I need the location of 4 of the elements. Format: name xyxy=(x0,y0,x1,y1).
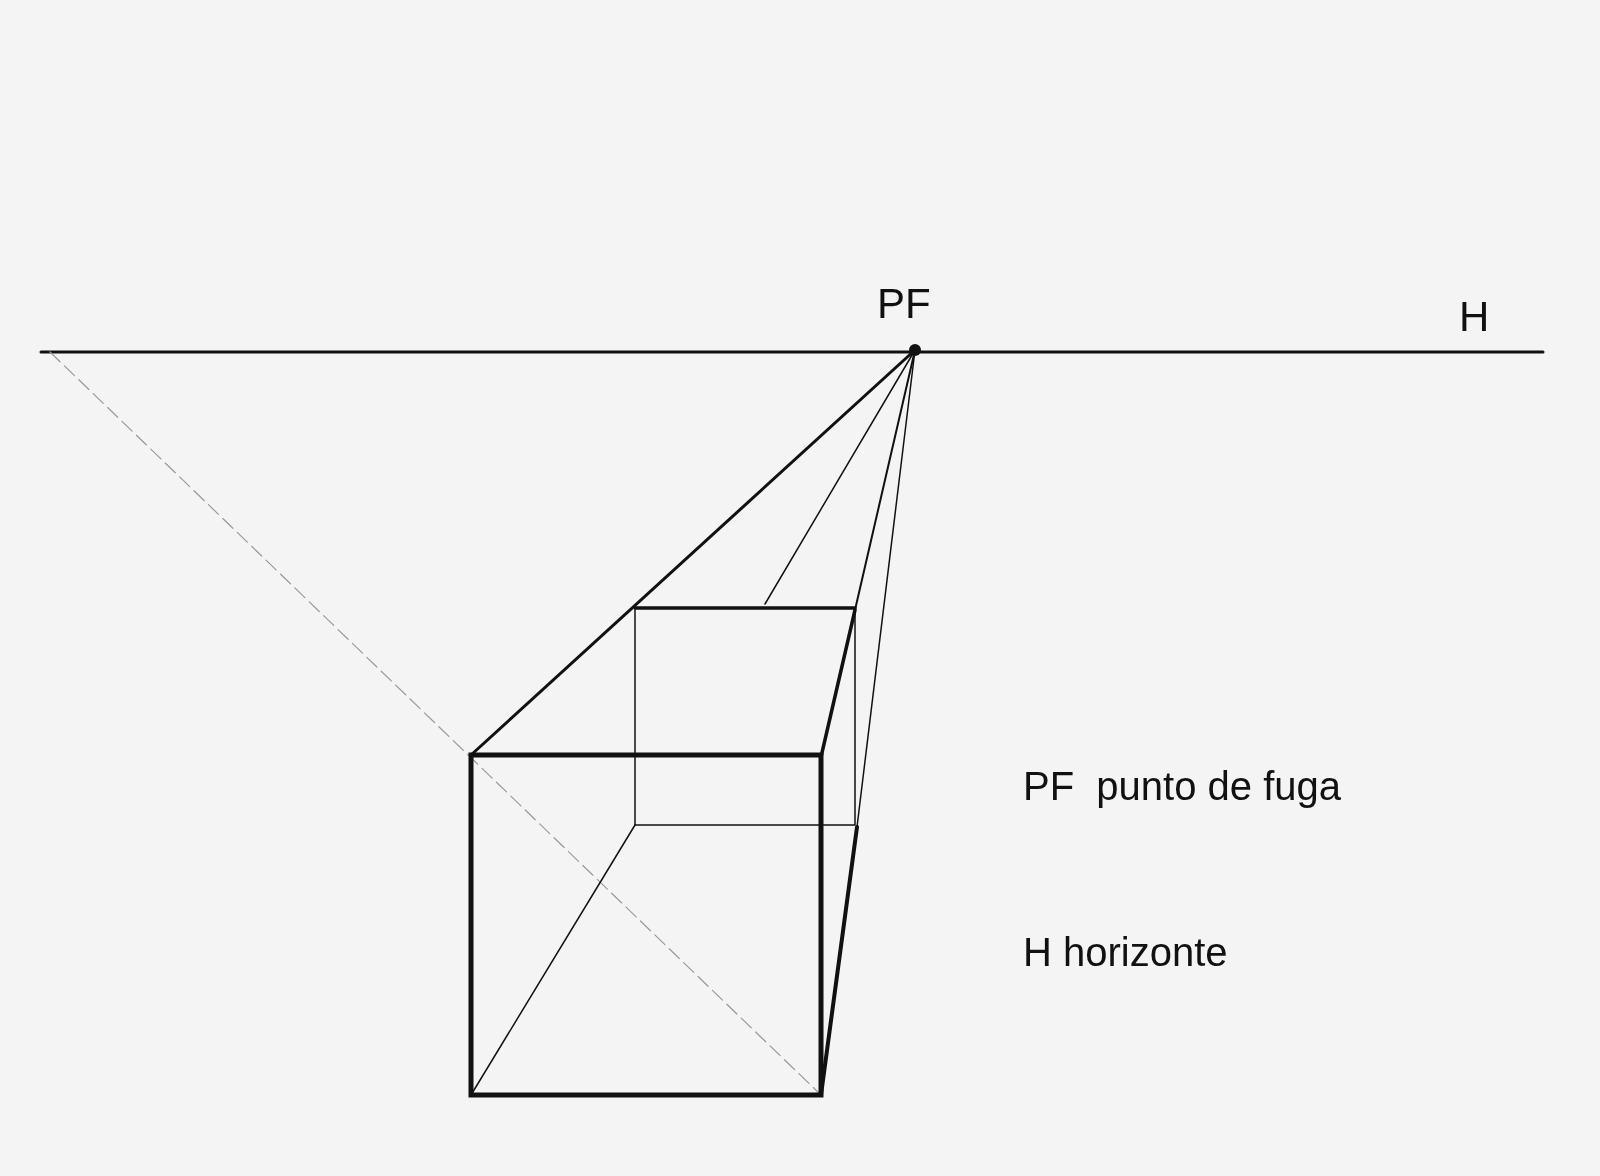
line-label: H xyxy=(1459,296,1490,338)
legend-text: H horizonte xyxy=(1023,932,1228,972)
point-label: PF xyxy=(877,283,931,325)
legend-text: PF punto de fuga xyxy=(1023,766,1341,806)
